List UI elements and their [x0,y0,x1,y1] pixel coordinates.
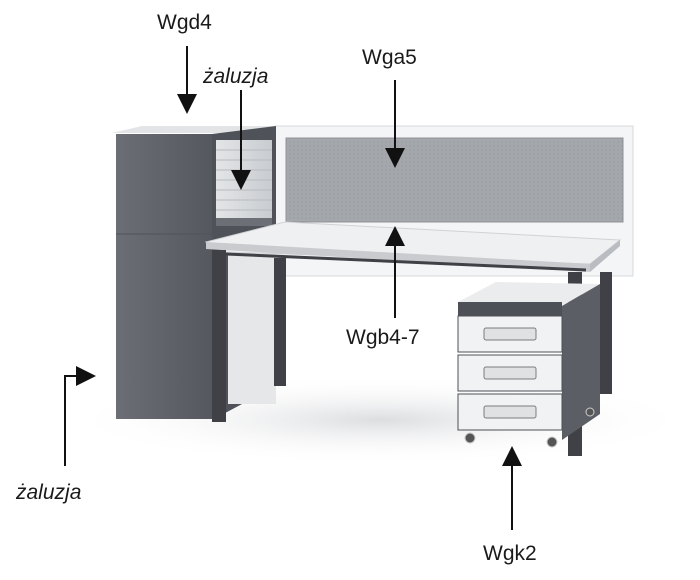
arrow-zaluzja-left [64,366,96,466]
desk-leg-back-right [600,272,612,394]
desk-leg-back-left [274,258,286,386]
mobile-pedestal [457,282,600,448]
label-wgb47: Wgb4-7 [346,326,420,349]
tall-cabinet [112,126,276,420]
label-zaluzja-top: żaluzja [203,65,269,88]
label-wgd4: Wgd4 [157,11,212,34]
desktop [204,221,622,272]
annotation-arrows [64,46,522,530]
label-wgk2: Wgk2 [483,542,537,565]
label-zaluzja-left: żaluzja [16,481,82,504]
label-wga5: Wga5 [362,46,417,69]
desk-leg-front-left [212,250,226,422]
